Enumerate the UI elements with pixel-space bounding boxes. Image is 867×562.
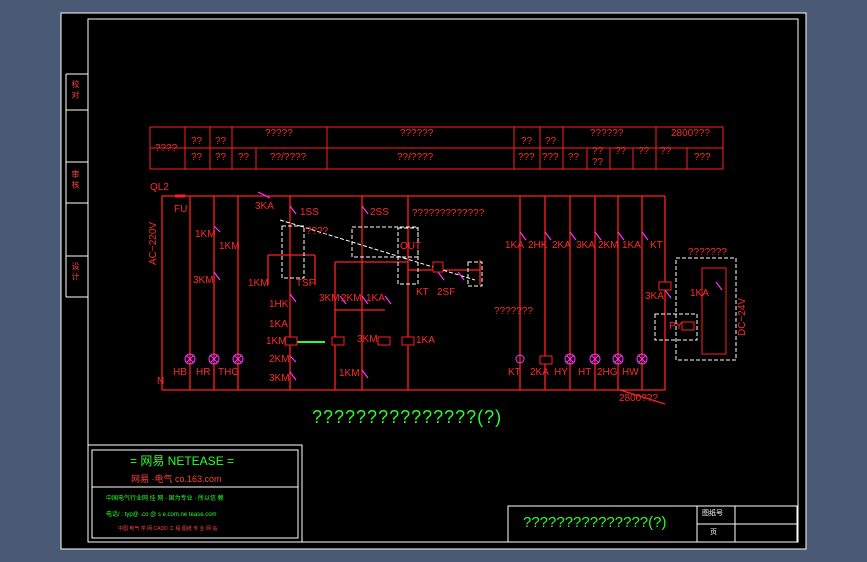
tbl-r1c8: ?????? xyxy=(590,128,624,139)
sheet xyxy=(60,12,807,550)
stamp-line3: 电话/ : typ@ .co @ s e.com.ne tease.com xyxy=(106,512,217,518)
lbl-m1ka-b: 1KA xyxy=(416,335,435,346)
tbl-r1c2: ?? xyxy=(191,136,203,147)
tbl-r1c1: ???? xyxy=(155,143,178,154)
lbl-r1ka-b: 1KA xyxy=(622,240,641,251)
tbl-r2c2: ?? xyxy=(215,152,227,163)
lbl-m1ka: 1KA xyxy=(366,293,385,304)
tbl-r1c6: ?? xyxy=(521,136,533,147)
lbl-r1ka-c: 1KA xyxy=(690,288,709,299)
tbl-r1c5: ?????? xyxy=(400,128,434,139)
lbl-out: OUT xyxy=(400,241,422,252)
lbl-hint2: ????????????? xyxy=(412,208,485,219)
tbl-r2c10: ?? xyxy=(638,146,650,157)
stamp-title: = 网易 NETEASE = xyxy=(130,454,235,468)
lbl-ac: AC~220V xyxy=(148,221,159,265)
lbl-r2ka: 2KA xyxy=(552,240,571,251)
lbl-r3ka: 3KA xyxy=(576,240,595,251)
tbl-r1c9: 2800??? xyxy=(671,128,710,139)
lbl-rpy: PY xyxy=(669,321,683,332)
lbl-2km: 2KM xyxy=(269,354,290,365)
load-label-kt: KT xyxy=(508,367,521,378)
lbl-r3ka-b: 3KA xyxy=(645,291,664,302)
tbl-r1c4: ????? xyxy=(265,128,293,139)
lbl-r2km: 2KM xyxy=(598,240,619,251)
tbl-r2c11: ??? xyxy=(694,152,711,163)
lbl-2ss: 2SS xyxy=(370,207,389,218)
load-label-ht: HT xyxy=(578,367,592,378)
drawing-title: ???????????????(?) xyxy=(312,407,503,427)
tbl-r2b-2: ?? xyxy=(660,146,672,157)
lbl-1km-c: 1KM xyxy=(248,278,269,289)
load-label-hw: HW xyxy=(622,367,639,378)
lbl-r1ka: 1KA xyxy=(505,240,524,251)
lbl-1hk: 1HK xyxy=(269,299,289,310)
tbl-r2c3: ??/???? xyxy=(270,152,307,163)
tbl-r2b-1: ?? xyxy=(238,152,250,163)
load-label-2hg: 2HG xyxy=(597,367,618,378)
lbl-dc: DC~24V xyxy=(737,297,748,336)
side-label-design: 设 计 xyxy=(71,262,80,281)
titleblock-name: ???????????????(?) xyxy=(523,514,667,531)
contacts xyxy=(213,191,723,381)
stamp-line1: 网易 ·电气 co.163.com xyxy=(131,474,222,484)
lbl-3km: 3KM xyxy=(193,275,214,286)
header-table xyxy=(149,126,724,170)
tbl-r2c9: ?? xyxy=(615,146,627,157)
lamps xyxy=(184,353,648,365)
tbl-r2c4: ??/???? xyxy=(397,152,434,163)
load-label-hy: HY xyxy=(554,367,568,378)
dc-supply-box xyxy=(701,267,727,355)
tbl-r2c5: ??? xyxy=(518,152,535,163)
lbl-1km-a: 1KM xyxy=(195,229,216,240)
lbl-rkt: KT xyxy=(650,240,663,251)
side-label-check: 校 对 xyxy=(71,80,80,99)
components xyxy=(284,261,695,365)
tbl-r1c3: ?? xyxy=(215,136,227,147)
lbl-n: N xyxy=(157,376,165,387)
side-label-review: 审 核 xyxy=(71,170,80,189)
tbl-r2c1: ?? xyxy=(191,152,203,163)
lamp-label-thg: THG xyxy=(218,367,240,378)
lbl-hint4: ??????? xyxy=(688,247,727,258)
lbl-1km-b: 1KM xyxy=(219,241,240,252)
lbl-m3km-b: 3KM xyxy=(357,334,378,345)
lbl-m1km: 1KM xyxy=(339,368,360,379)
lbl-1ka: 1KA xyxy=(269,319,288,330)
lbl-1ss: 1SS xyxy=(300,207,319,218)
lbl-m2km: 2KM xyxy=(341,293,362,304)
stamp-line4: 中国 电气 学 网 CADD 工 程 图纸 专 业 网 站 xyxy=(118,526,218,532)
lbl-m3km: 3KM xyxy=(319,293,340,304)
dashed-outlines xyxy=(279,219,737,361)
lbl-1km: 1KM xyxy=(266,336,287,347)
lamp-label-hb: HB xyxy=(173,367,187,378)
lbl-hint1: ???? xyxy=(306,226,329,237)
stamp-inner xyxy=(91,449,299,539)
load-label-2ka: 2KA xyxy=(530,367,549,378)
tbl-r2c7: ?? xyxy=(568,152,580,163)
titleblock-page: 页 xyxy=(710,529,717,536)
stamp-line2: 中国电气行业网 挂 网 · 国为专业 · 所以信 赖 xyxy=(106,496,224,502)
tbl-r2c6: ??? xyxy=(542,152,559,163)
lbl-ql2: QL2 xyxy=(150,182,169,193)
lbl-kt: KT xyxy=(416,287,429,298)
lbl-2sf: 2SF xyxy=(437,287,456,298)
lbl-fu: FU xyxy=(174,204,188,215)
stamp-box xyxy=(87,444,303,543)
inner-frame xyxy=(87,18,799,543)
titleblock-drawing-no: 图纸号 xyxy=(702,510,723,517)
tbl-r2c8: ?? xyxy=(592,146,604,157)
lbl-r2hk: 2HK xyxy=(528,240,548,251)
tbl-r1c7: ?? xyxy=(545,136,557,147)
tbl-r2b-3: ?? xyxy=(592,157,604,168)
lbl-tsf: TSF xyxy=(296,278,315,289)
lbl-3ka: 3KA xyxy=(255,201,274,212)
lbl-3km-b: 3KM xyxy=(269,373,290,384)
lamp-label-hr: HR xyxy=(196,367,211,378)
lbl-hint3: ??????? xyxy=(494,306,533,317)
lbl-hint5: 2800??? xyxy=(619,393,658,404)
